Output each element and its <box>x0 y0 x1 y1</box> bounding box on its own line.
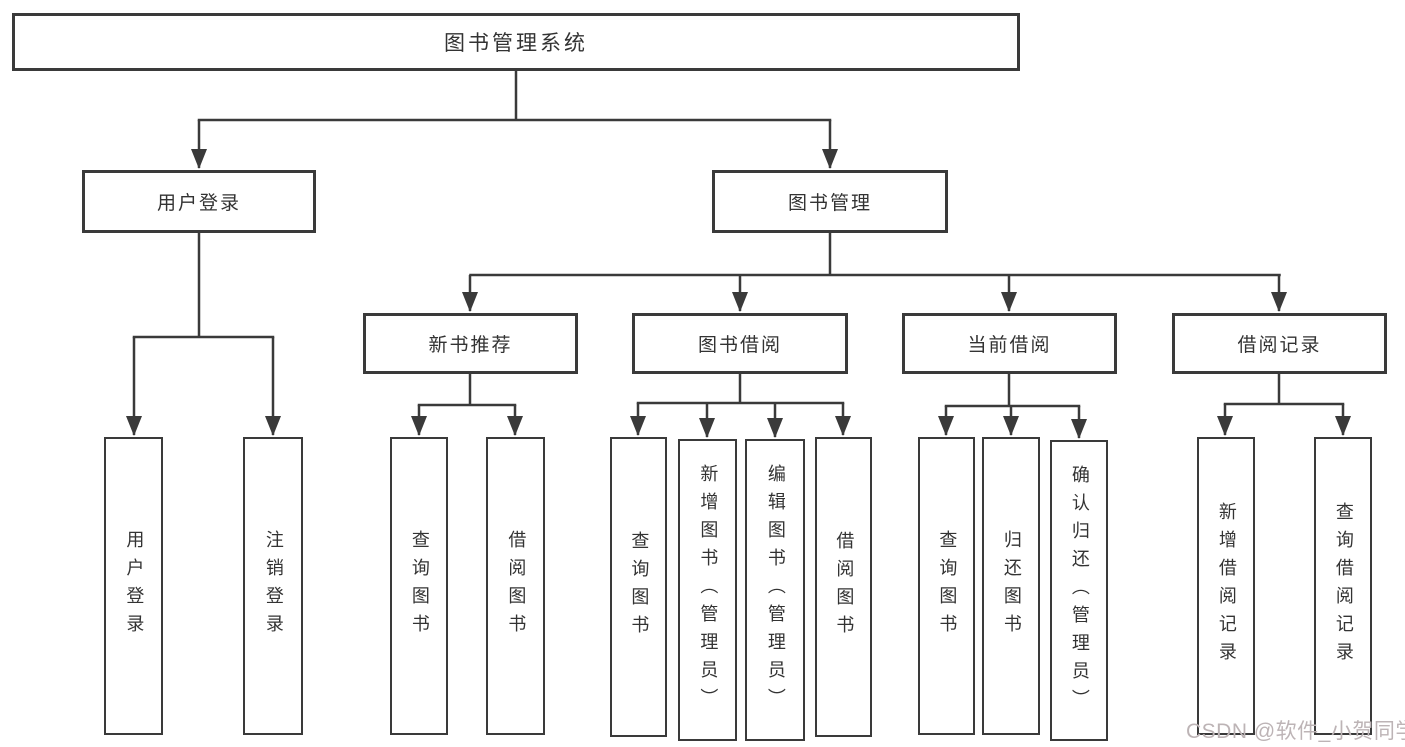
node-book-borrowing: 图书借阅 <box>632 313 848 374</box>
leaf-current-return-books: 归还图书 <box>982 437 1040 735</box>
leaf-recommend-query-books: 查询图书 <box>390 437 448 735</box>
leaf-borrowing-add-books-admin: 新增图书（管理员） <box>678 439 737 741</box>
node-borrowing-records: 借阅记录 <box>1172 313 1387 374</box>
leaf-borrowing-borrow-books: 借阅图书 <box>815 437 872 737</box>
leaf-current-confirm-return-admin: 确认归还（管理员） <box>1050 440 1108 741</box>
leaf-logout-login: 注销登录 <box>243 437 303 735</box>
leaf-records-add-borrow-record: 新增借阅记录 <box>1197 437 1255 735</box>
node-user-login: 用户登录 <box>82 170 316 233</box>
csdn-watermark: CSDN @软件_小贺同学 <box>1186 720 1405 743</box>
leaf-current-query-books: 查询图书 <box>918 437 975 735</box>
leaf-records-query-borrow-record: 查询借阅记录 <box>1314 437 1372 735</box>
leaf-recommend-borrow-books: 借阅图书 <box>486 437 545 735</box>
leaf-borrowing-edit-books-admin: 编辑图书（管理员） <box>745 439 805 741</box>
node-new-book-recommend: 新书推荐 <box>363 313 578 374</box>
leaf-borrowing-query-books: 查询图书 <box>610 437 667 737</box>
node-book-management: 图书管理 <box>712 170 948 233</box>
node-library-management-system: 图书管理系统 <box>12 13 1020 71</box>
node-current-borrowing: 当前借阅 <box>902 313 1117 374</box>
leaf-user-login: 用户登录 <box>104 437 163 735</box>
